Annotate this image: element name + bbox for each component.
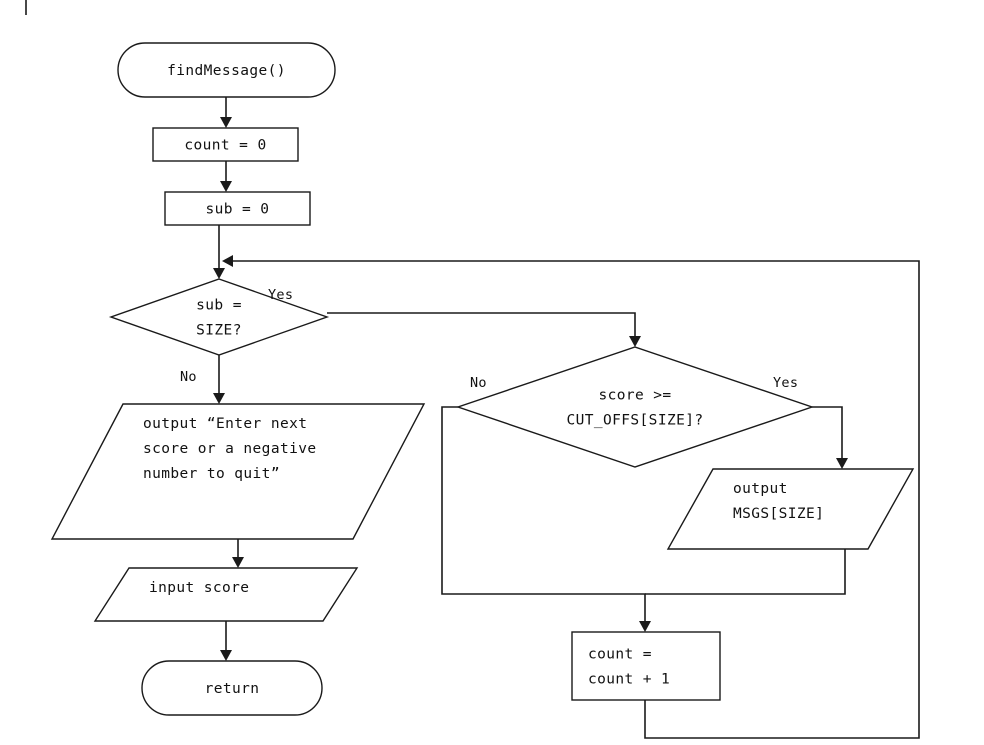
node-score-cutoff-line-1: CUT_OFFS[SIZE]? — [567, 413, 704, 429]
arrowhead-sub-to-decision — [213, 268, 225, 279]
arrowhead-start-to-count — [220, 117, 232, 128]
shape-count-init — [152, 127, 299, 162]
branch-label-sub-no: No — [180, 369, 197, 385]
node-sub-eq-size-line-0: sub = — [196, 298, 242, 314]
node-count-increment-line-1: count + 1 — [588, 672, 670, 688]
arrowhead-score-yes-to-msgs — [836, 458, 848, 469]
arrowhead-decision-yes-to-score — [629, 336, 641, 347]
arrowhead-decision-no-to-output — [213, 393, 225, 404]
node-input-score[interactable]: input score — [93, 567, 359, 622]
node-sub-eq-size-line-1: SIZE? — [196, 323, 242, 339]
node-sub-init-line-0: sub = 0 — [206, 202, 270, 218]
node-score-cutoff-line-0: score >= — [598, 388, 671, 404]
node-input-score-line-0: input score — [149, 580, 249, 596]
node-sub-eq-size[interactable]: sub = SIZE? — [108, 278, 330, 356]
node-count-increment-line-0: count = — [588, 647, 652, 663]
arrowhead-count-loopback — [222, 255, 233, 267]
connector-msgs-to-count — [645, 549, 846, 595]
node-layer: findMessage() count = 0 sub = 0 sub = SIZE? o… — [50, 42, 915, 716]
connector-decision-yes-to-score — [327, 312, 636, 341]
shape-output-prompt — [50, 403, 426, 540]
arrowhead-output-to-input — [232, 557, 244, 568]
connector-score-no-to-count — [441, 406, 646, 626]
connector-count-loopback — [228, 260, 920, 739]
arrowhead-score-no-to-count — [639, 621, 651, 632]
shape-input-score — [93, 567, 359, 622]
node-start[interactable]: findMessage() — [117, 42, 336, 98]
shape-return — [141, 660, 323, 716]
node-output-msgs-line-1: MSGS[SIZE] — [733, 506, 824, 522]
connector-layer — [213, 97, 920, 739]
node-output-prompt-line-1: score or a negative — [143, 441, 316, 457]
arrowhead-input-to-return — [220, 650, 232, 661]
node-sub-init[interactable]: sub = 0 — [164, 191, 311, 226]
node-count-increment[interactable]: count = count + 1 — [571, 631, 721, 701]
node-return-line-0: return — [205, 681, 260, 697]
node-start-line-0: findMessage() — [167, 63, 286, 79]
arrowhead-count-to-sub — [220, 181, 232, 192]
node-return[interactable]: return — [141, 660, 323, 716]
node-output-prompt[interactable]: output “Enter next score or a negative num… — [50, 403, 426, 540]
shape-score-cutoff — [455, 346, 815, 468]
shape-count-increment — [571, 631, 721, 701]
node-count-init[interactable]: count = 0 — [152, 127, 299, 162]
branch-label-score-no: No — [470, 375, 487, 391]
node-output-msgs-line-0: output — [733, 481, 788, 497]
shape-output-msgs — [666, 468, 915, 550]
node-count-init-line-0: count = 0 — [184, 138, 266, 154]
shape-sub-init — [164, 191, 311, 226]
shape-sub-eq-size — [108, 278, 330, 356]
branch-label-sub-yes: Yes — [268, 287, 293, 303]
node-output-prompt-line-2: number to quit” — [143, 466, 280, 482]
connector-score-yes-to-msgs — [812, 406, 843, 463]
node-score-cutoff[interactable]: score >= CUT_OFFS[SIZE]? — [455, 346, 815, 468]
shape-start — [117, 42, 336, 98]
node-output-prompt-line-0: output “Enter next — [143, 416, 307, 432]
branch-label-score-yes: Yes — [773, 375, 798, 391]
